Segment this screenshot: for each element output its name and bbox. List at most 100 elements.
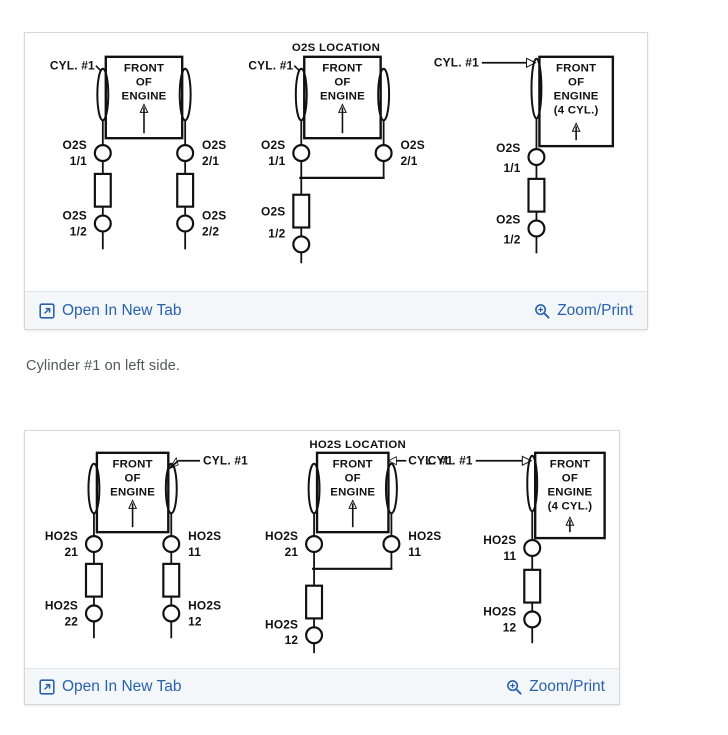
sensor-o2s-2-2 [176,214,195,233]
manifold-left [87,462,101,515]
figure-panel-o2s: O2S LOCATION FRONT OF ENGINE CYL. #1 [24,32,648,330]
catalytic-converter [292,193,311,229]
open-in-new-tab-link-o2s[interactable]: Open In New Tab [39,303,181,319]
zoom-print-label: Zoom/Print [557,301,633,319]
sensor-label-pos-0: 11 [503,549,516,563]
sensor-label-name-1: O2S [400,138,424,152]
sensor-label-pos-2: 22 [64,614,78,628]
sensor-label-pos-2: 1/2 [70,224,87,238]
diagram-v-engine-single-downstream: FRONT OF ENGINE CYL. #1 [265,451,453,654]
external-link-icon [39,678,55,695]
sensor-ho2s-11 [523,538,542,558]
sensor-label-pos-0: 1/1 [503,161,520,175]
sensor-label-name-0: HO2S [45,529,78,543]
sensor-label-name-1: HO2S [188,529,221,543]
sensor-label-pos-1: 12 [503,620,517,634]
sensor-label-name-0: O2S [496,141,520,155]
sensor-label-pos-1: 2/1 [400,154,417,168]
open-in-new-tab-link-ho2s[interactable]: Open In New Tab [39,679,181,695]
sensor-label-pos-0: 21 [64,545,78,559]
engine-box-line-3: ENGINE [110,486,155,498]
sensor-label-name-1: O2S [496,213,520,227]
sensor-label-name-2: O2S [261,205,285,219]
front-arrow-head [139,103,149,113]
open-in-new-tab-label: Open In New Tab [62,301,182,319]
figure-footer-o2s: Open In New Tab Zoom/Print [25,291,647,329]
cyl-1-label: CYL. #1 [408,454,453,468]
cyl-1-pointer [169,460,179,469]
manifold-left [307,462,321,515]
engine-block [315,451,390,534]
cyl-1-pointer [95,65,102,72]
diagram-inline-4cyl: FRONT OF ENGINE (4 CYL.) CYL. #1 [428,451,606,644]
sensor-label-name-0: HO2S [483,533,516,547]
sensor-label-name-2: HO2S [265,617,298,631]
sensor-o2s-1-1 [93,144,112,163]
engine-block [104,55,184,140]
diagram-title: HO2S LOCATION [309,439,406,451]
magnifier-plus-icon [534,303,550,319]
sensor-o2s-1-1 [292,144,311,163]
sensor-label-pos-1: 1/2 [503,232,520,246]
sensor-label-pos-1: 11 [408,545,421,559]
engine-block [534,451,606,540]
sensor-ho2s-12 [162,604,181,623]
engine-block [303,55,382,140]
sensor-label-pos-1: 2/1 [202,154,219,168]
catalytic-converter-left [93,172,112,208]
sensor-o2s-1-2 [93,214,112,233]
sensor-label-pos-2: 12 [285,633,299,647]
sensor-ho2s-12 [305,626,324,645]
figure-image-o2s: O2S LOCATION FRONT OF ENGINE CYL. #1 [25,33,647,291]
sensor-label-name-2: HO2S [45,598,78,612]
sensor-o2s-1-1 [527,148,546,167]
engine-box-line-1: FRONT [556,63,596,75]
diagram-v-engine-dual-bank: FRONT OF ENGINE CYL. #1 [45,451,248,639]
diagram-v-engine-single-downstream: FRONT OF ENGINE CYL. #1 [248,55,425,264]
sensor-label-name-0: HO2S [265,529,298,543]
front-arrow-head [565,516,575,526]
engine-box-line-2: OF [334,77,350,89]
cyl-1-pointer [293,65,300,72]
sensor-label-pos-0: 1/1 [268,154,285,168]
sensor-label-pos-3: 2/2 [202,224,219,238]
sensor-label-name-0: O2S [261,138,285,152]
sensor-label-name-1: HO2S [408,529,441,543]
engine-box-line-3: ENGINE [554,90,599,102]
cyl-1-arrowhead [526,57,537,69]
sensor-ho2s-12 [523,610,542,629]
sensor-ho2s-11 [162,535,181,554]
figure-image-ho2s: HO2S LOCATION FRONT OF ENGINE CYL. #1 [25,431,619,668]
engine-box-line-1: FRONT [333,459,373,471]
cyl-1-arrowhead [387,456,397,466]
engine-box-line-2: OF [136,77,152,89]
sensor-label-name-0: O2S [63,138,87,152]
zoom-print-label: Zoom/Print [529,677,605,695]
cyl-1-label: CYL. #1 [434,56,479,70]
diagram-title: O2S LOCATION [292,42,380,54]
engine-box-line-2: OF [124,473,140,485]
engine-box-line-2: OF [345,473,361,485]
engine-box-line-3: ENGINE [122,90,167,102]
cyl-1-arrowhead [168,456,179,470]
ho2s-location-diagram: HO2S LOCATION FRONT OF ENGINE CYL. #1 [45,439,606,654]
figure-footer-ho2s: Open In New Tab Zoom/Print [25,668,619,704]
engine-box-line-1: FRONT [322,63,362,75]
sensor-label-pos-0: 21 [285,545,299,559]
front-arrow-head [128,499,138,509]
sensor-ho2s-21 [84,535,103,554]
sensor-o2s-1-2 [527,219,546,238]
engine-box-line-3: ENGINE [320,90,365,102]
zoom-print-link-o2s[interactable]: Zoom/Print [534,303,633,319]
catalytic-converter-left [84,562,103,598]
cyl-1-arrowhead [521,455,533,467]
engine-block [538,55,615,148]
sensor-label-name-1: O2S [202,138,226,152]
sensor-label-name-1: HO2S [483,604,516,618]
sensor-o2s-2-1 [176,144,195,163]
engine-box-line-3: ENGINE [547,486,592,498]
zoom-print-link-ho2s[interactable]: Zoom/Print [506,679,605,695]
sensor-ho2s-11 [382,535,401,554]
engine-box-line-2: OF [562,473,578,485]
diagram-v-engine-dual-bank: FRONT OF ENGINE CYL. #1 [50,55,226,250]
